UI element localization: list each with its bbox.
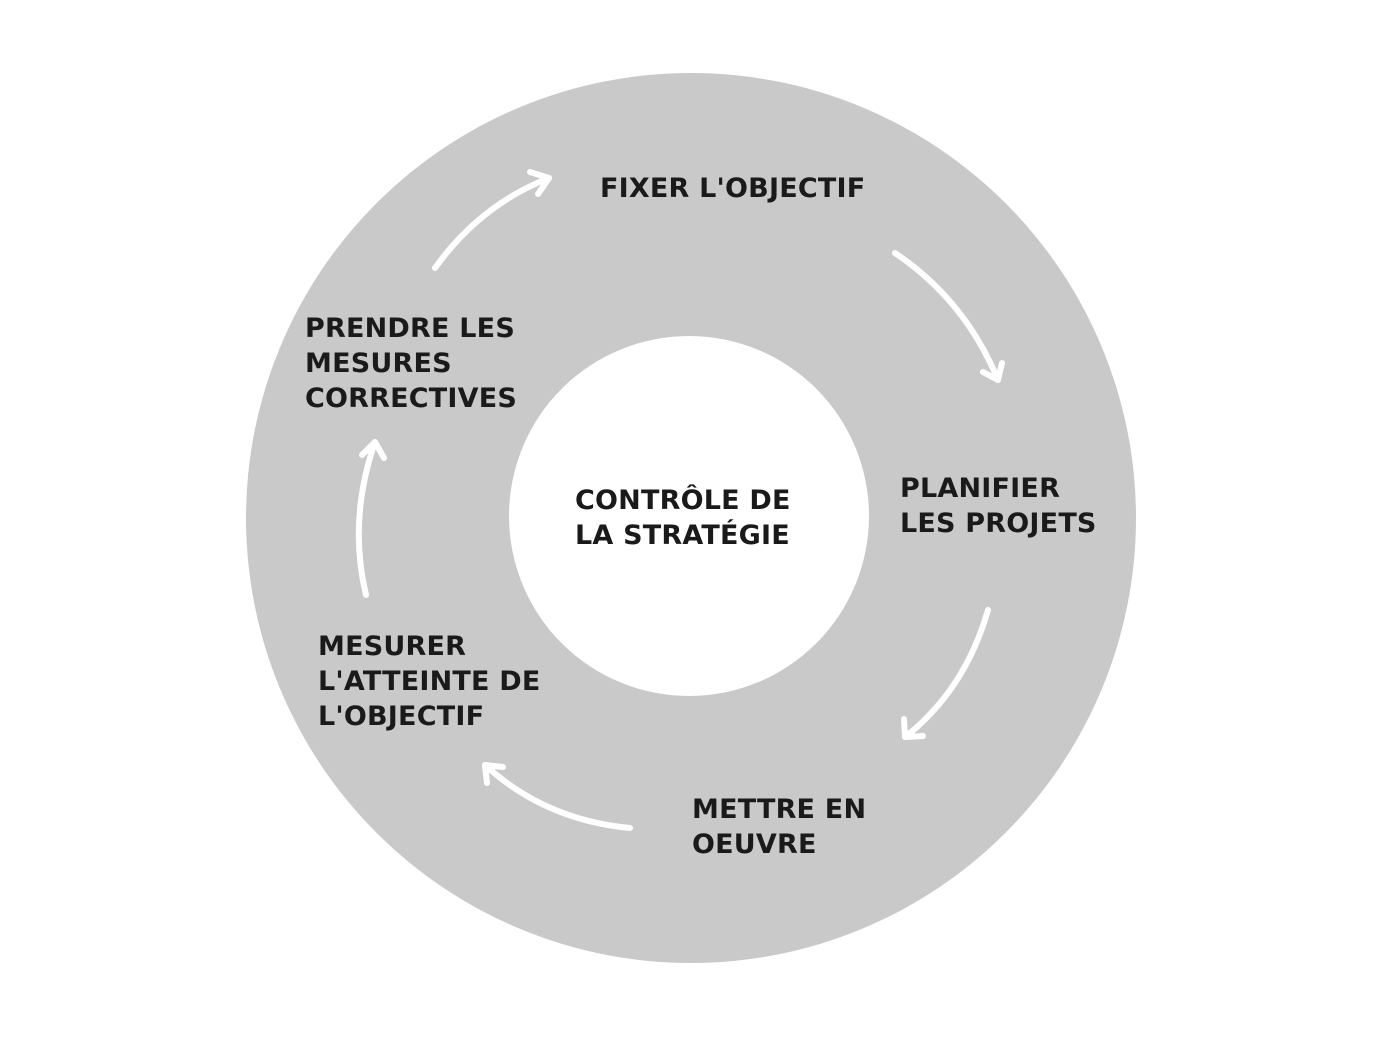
arrow-icon: [355, 439, 387, 598]
arrow-icon: [432, 169, 552, 271]
step-label-measure: MESURER L'ATTEINTE DE L'OBJECTIF: [318, 631, 541, 732]
step-label-implement: METTRE EN OEUVRE: [692, 794, 867, 860]
arrow-icon: [901, 607, 991, 740]
step-label-corrective-measures: PRENDRE LES MESURES CORRECTIVES: [305, 313, 518, 414]
arrow-icon: [892, 250, 1005, 383]
step-label-set-objective: FIXER L'OBJECTIF: [600, 173, 866, 204]
arrow-icon: [482, 762, 633, 831]
center-circle: [509, 336, 869, 696]
center-label: CONTRÔLE DE LA STRATÉGIE: [575, 485, 791, 551]
step-label-plan-projects: PLANIFIER LES PROJETS: [900, 473, 1097, 539]
